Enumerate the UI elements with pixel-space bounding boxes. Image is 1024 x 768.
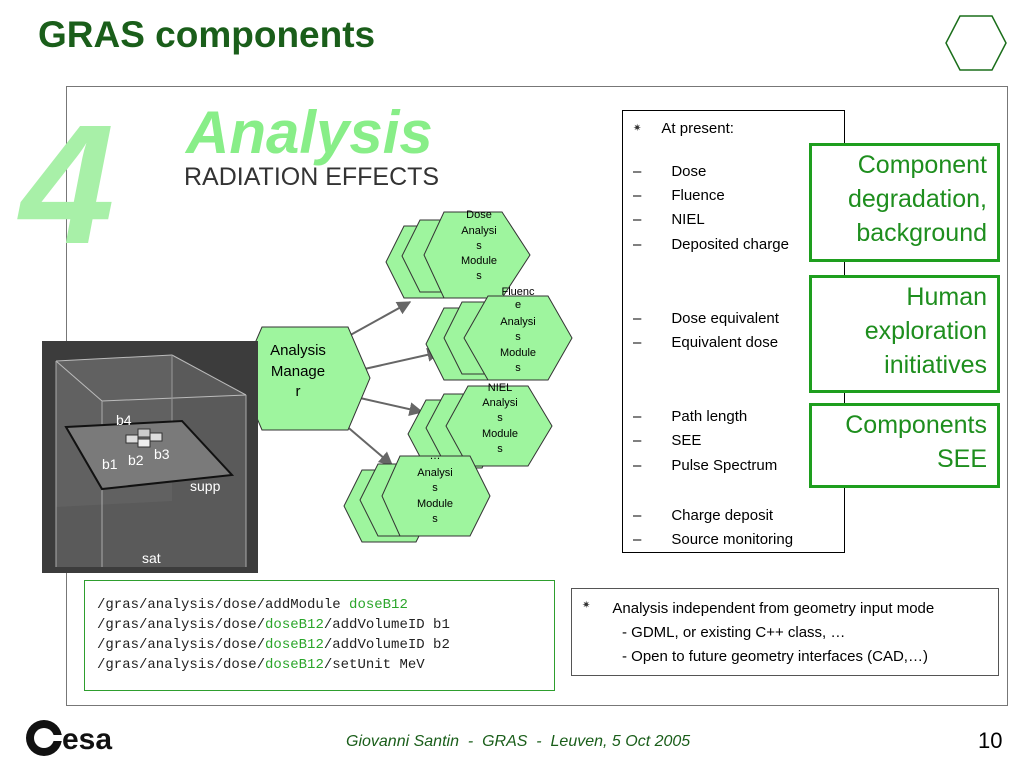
geo-label-supp: supp (190, 478, 221, 494)
hexagon-logo-icon (945, 15, 1007, 71)
arrow-to-niel (359, 397, 424, 417)
section-title: Analysis (186, 99, 433, 166)
slide-title: GRAS components (38, 14, 376, 55)
observables-list: ✷ At present: –Dose –Fluence –NIEL –Depo… (622, 110, 845, 553)
other-label-2: Analysi (417, 467, 452, 479)
geo-label-b1: b1 (102, 456, 118, 472)
list-item: –Source monitoring (633, 531, 794, 548)
other-module-stack: … Analysi s Module s (343, 450, 491, 543)
geometry-independence-note: ✷ Analysis independent from geometry inp… (571, 588, 999, 676)
star-bullet-icon: ✷ (582, 600, 591, 611)
esa-logo: esa (26, 720, 112, 756)
dose-module-stack: Dose Analysi s Module s (385, 209, 531, 299)
geo-label-b3: b3 (154, 446, 170, 462)
fluence-module-stack: Fluenc e Analysi s Module s (425, 286, 573, 381)
geo-label-b2: b2 (128, 452, 144, 468)
other-label-5: s (432, 513, 438, 525)
manager-label-1: Analysis (270, 342, 326, 359)
niel-label-1: NIEL (488, 382, 512, 394)
list-item: –Equivalent dose (633, 334, 779, 351)
note-sub: - Open to future geometry interfaces (CA… (622, 648, 928, 665)
other-label-3: s (432, 482, 438, 494)
list-item: –Dose equivalent (633, 310, 779, 327)
geometry-render: b4 b1 b2 b3 supp sat (42, 341, 258, 573)
section-subtitle: RADIATION EFFECTS (184, 163, 440, 191)
star-bullet-icon: ✷ (633, 123, 642, 134)
geo-label-b4: b4 (116, 412, 132, 428)
dose-label-2: Analysi (461, 225, 496, 237)
manager-label-3: r (296, 383, 301, 400)
fluence-label-1: Fluenc (501, 286, 535, 298)
footer-credit: Giovanni Santin - GRAS - Leuven, 5 Oct 2… (346, 733, 691, 750)
analysis-diagram: Analysis Manage r Dose Analysi s Module … (239, 209, 573, 543)
code-line: /gras/analysis/dose/doseB12/setUnit MeV (97, 657, 425, 673)
code-line: /gras/analysis/dose/doseB12/addVolumeID … (97, 637, 450, 653)
fluence-label-3: Analysi (500, 316, 535, 328)
list-item: –Path length (633, 408, 748, 425)
niel-label-2: Analysi (482, 397, 517, 409)
dose-label-4: Module (461, 255, 497, 267)
list-header: ✷ At present: (633, 120, 734, 137)
note-main: Analysis independent from geometry input… (612, 600, 935, 617)
niel-module-stack: NIEL Analysi s Module s (407, 382, 553, 469)
list-header-text: At present: (661, 120, 734, 137)
niel-label-4: Module (482, 428, 518, 440)
niel-label-5: s (497, 443, 503, 455)
niel-label-3: s (497, 412, 503, 424)
esa-logo-text: esa (62, 723, 112, 756)
list-item: –Charge deposit (633, 507, 774, 524)
list-item: –Dose (633, 163, 707, 180)
fluence-label-2: e (515, 299, 521, 311)
code-line: /gras/analysis/dose/doseB12/addVolumeID … (97, 617, 450, 633)
list-item: –Deposited charge (633, 236, 789, 253)
dose-label-1: Dose (466, 209, 492, 221)
fluence-label-5: Module (500, 347, 536, 359)
fluence-label-4: s (515, 331, 521, 343)
list-item: –NIEL (633, 211, 705, 228)
manager-label-2: Manage (271, 363, 325, 380)
geo-label-sat: sat (142, 550, 161, 566)
fluence-label-6: s (515, 362, 521, 374)
section-number: 4 (20, 90, 115, 280)
code-line: /gras/analysis/dose/addModule doseB12 (97, 597, 408, 613)
list-item: –Fluence (633, 187, 725, 204)
arrow-to-dose (344, 301, 412, 339)
dose-label-5: s (476, 270, 482, 282)
list-item: –SEE (633, 432, 702, 449)
page-number: 10 (978, 728, 1003, 753)
macro-commands: /gras/analysis/dose/addModule doseB12 /g… (84, 580, 555, 691)
dose-label-3: s (476, 240, 482, 252)
other-label-1: … (430, 450, 441, 462)
analysis-manager-node: Analysis Manage r (239, 326, 371, 431)
arrow-to-fluence (359, 347, 442, 371)
other-label-4: Module (417, 498, 453, 510)
list-item: –Pulse Spectrum (633, 457, 778, 474)
note-sub: - GDML, or existing C++ class, … (622, 624, 846, 641)
